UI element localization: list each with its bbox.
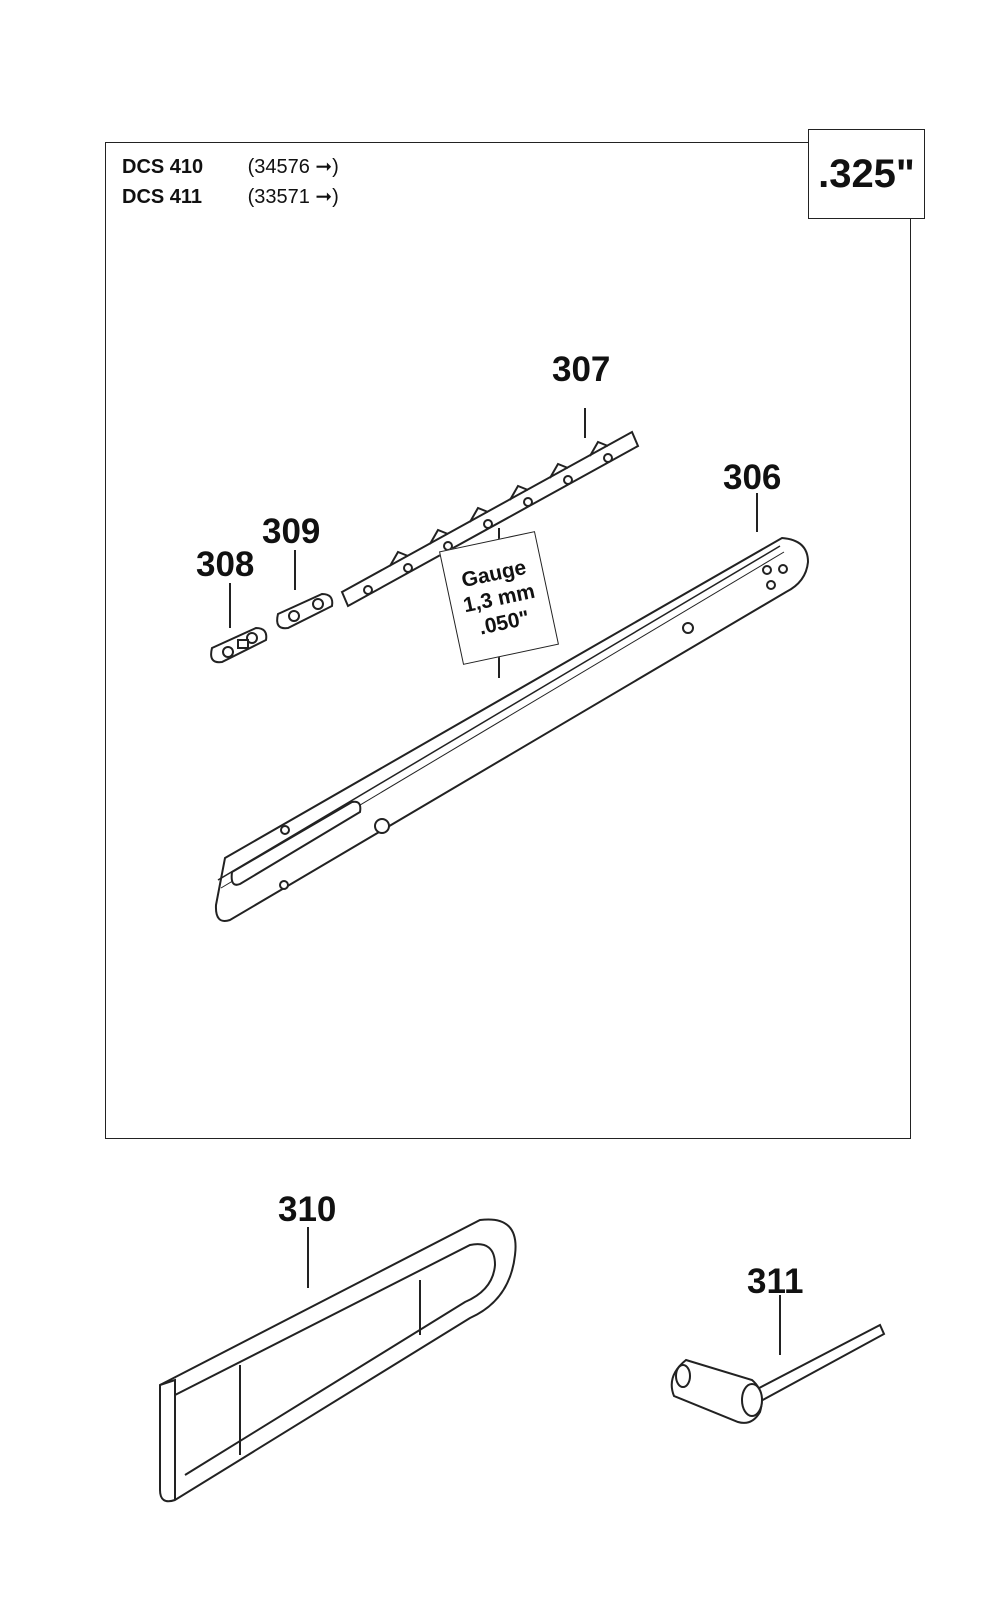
guide-bar	[214, 536, 810, 922]
model-row: DCS 410 (34576 ➞)	[122, 152, 339, 182]
scabbard	[159, 1218, 517, 1503]
callout-309: 309	[262, 512, 321, 551]
model-serial: (33571 ➞)	[247, 186, 339, 208]
callout-308: 308	[196, 545, 255, 584]
model-code: DCS 411	[122, 186, 203, 208]
callout-311: 311	[747, 1262, 804, 1301]
diagram-frame	[105, 142, 911, 1139]
model-row: DCS 411 (33571 ➞)	[122, 182, 339, 212]
callout-310: 310	[278, 1190, 337, 1229]
callout-306: 306	[723, 458, 782, 497]
saw-chain	[340, 430, 640, 608]
connector-link	[210, 626, 268, 664]
pitch-label: .325"	[808, 129, 925, 219]
model-list: DCS 410 (34576 ➞) DCS 411 (33571 ➞)	[122, 152, 339, 212]
side-plate	[276, 592, 334, 630]
callout-307: 307	[552, 350, 611, 389]
model-serial: (34576 ➞)	[247, 156, 339, 178]
model-code: DCS 410	[122, 156, 204, 178]
combination-wrench	[670, 1323, 886, 1424]
